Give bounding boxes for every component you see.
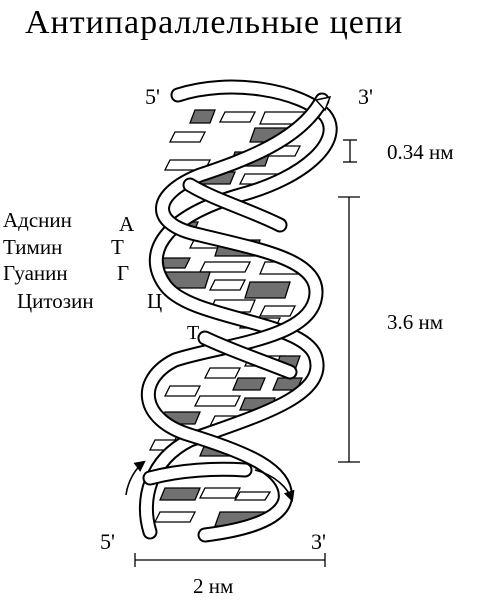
extra-base-label: Т xyxy=(187,322,199,344)
backbone-front-crossings xyxy=(142,177,298,486)
diameter-label: 2 нм xyxy=(193,574,233,598)
label-3prime-bottom: 3' xyxy=(311,529,326,554)
legend-letter-adenine: А xyxy=(119,212,135,236)
base-light xyxy=(218,111,257,123)
base-pair-rise-bracket xyxy=(343,139,357,163)
base-dark xyxy=(244,281,291,299)
base-light xyxy=(153,511,197,523)
legend-name-thymine: Тимин xyxy=(3,235,62,259)
helix-pitch-label: 3.6 нм xyxy=(387,310,443,334)
label-5prime-top: 5' xyxy=(145,84,160,109)
legend-letter-guanine: Г xyxy=(117,261,129,285)
base-light xyxy=(168,131,207,143)
arrow-down-icon xyxy=(254,469,295,503)
base-pair-rise-label: 0.34 нм xyxy=(387,140,454,164)
base-light xyxy=(198,261,252,273)
base-light xyxy=(193,395,242,407)
base-light xyxy=(258,305,297,317)
base-dark xyxy=(232,377,266,391)
legend-letter-cytosine: Ц xyxy=(147,289,162,313)
base-light xyxy=(198,487,242,499)
base-light xyxy=(233,491,272,501)
label-3prime-top: 3' xyxy=(358,84,373,109)
legend-name-cytosine: Цитозин xyxy=(17,289,94,313)
legend-letter-thymine: Т xyxy=(111,235,124,259)
diagram-title: Антипараллельные цепи xyxy=(25,4,404,41)
base-legend: Адснин А Тимин Т Гуанин Г Цитозин Ц Т xyxy=(3,208,199,344)
legend-name-guanine: Гуанин xyxy=(3,261,68,285)
base-dark xyxy=(159,487,201,501)
strand-end-flag xyxy=(314,95,332,112)
label-5prime-bottom: 5' xyxy=(100,529,115,554)
base-light xyxy=(208,279,247,291)
helix-pitch-bracket xyxy=(338,196,360,463)
base-dark xyxy=(189,109,216,124)
base-light xyxy=(203,367,242,379)
base-light xyxy=(163,385,202,397)
legend-name-adenine: Адснин xyxy=(3,208,72,232)
arrow-up-icon xyxy=(125,460,146,496)
diameter-bracket xyxy=(134,553,326,567)
